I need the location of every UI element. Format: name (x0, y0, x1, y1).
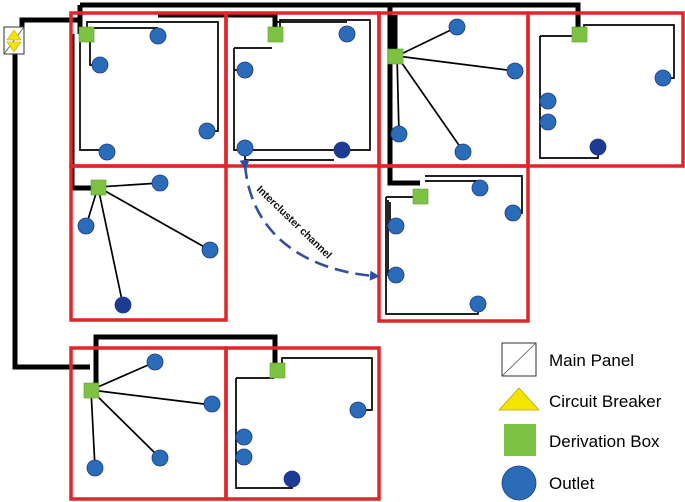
cluster-6 (377, 164, 530, 323)
derivation-box (571, 26, 588, 43)
cluster-4 (526, 11, 685, 168)
legend-derivation-box-label: Derivation Box (549, 432, 660, 451)
outlet (448, 18, 466, 36)
derivation-box (90, 179, 107, 196)
outlet (149, 27, 167, 45)
outlet (236, 61, 254, 79)
outlet (146, 353, 164, 371)
intercluster-channel: Intercluster channel (239, 159, 380, 281)
outlet (454, 143, 472, 161)
derivation-boxes (78, 26, 588, 399)
intercluster-channel-arrow (239, 159, 380, 281)
outlet (469, 295, 487, 313)
outlet (504, 204, 522, 222)
outlet (114, 296, 132, 314)
circuit-breaker-icon (6, 29, 22, 41)
outlet (654, 69, 672, 87)
outlet (283, 470, 301, 488)
outlet (506, 62, 524, 80)
outlet (98, 143, 116, 161)
derivation-box (78, 26, 95, 43)
legend-outlet-label: Outlet (549, 474, 595, 493)
outlet (471, 179, 489, 197)
outlet (203, 395, 221, 413)
outlet (235, 448, 253, 466)
outlet-icon (501, 465, 537, 501)
outlet (198, 122, 216, 140)
outlet (387, 217, 405, 235)
outlet (151, 449, 169, 467)
legend-circuit-breaker-label: Circuit Breaker (549, 392, 662, 411)
cluster-5 (69, 164, 228, 322)
cluster-borders (69, 11, 685, 501)
derivation-box (412, 188, 429, 205)
derivation-box (267, 26, 284, 43)
legend: Main Panel Circuit Breaker Derivation Bo… (498, 342, 662, 501)
cluster-8 (224, 346, 381, 501)
branch-wires (79, 19, 675, 489)
outlet (91, 56, 109, 74)
legend-main-panel-label: Main Panel (549, 351, 634, 370)
outlet (235, 428, 253, 446)
outlet (86, 459, 104, 477)
main-panel-icon-diagonal (501, 342, 537, 377)
outlet (151, 174, 169, 192)
circuit-breaker-icon (6, 41, 22, 53)
outlet (77, 217, 95, 235)
main-panel (3, 26, 25, 55)
derivation-box (387, 48, 404, 65)
outlet (333, 141, 351, 159)
derivation-box (83, 382, 100, 399)
outlet (539, 92, 557, 110)
outlet (349, 401, 367, 419)
derivation-box-icon (504, 424, 536, 456)
intercluster-channel-label: Intercluster channel (254, 184, 334, 262)
outlets (77, 18, 672, 488)
outlet (539, 113, 557, 131)
outlet (390, 125, 408, 143)
derivation-box (269, 362, 286, 379)
outlet (589, 138, 607, 156)
main-panel-diagonal (3, 26, 25, 55)
circuit-breaker-icon (498, 387, 540, 411)
outlet (236, 139, 254, 157)
outlet (201, 241, 219, 259)
outlet (338, 25, 356, 43)
cluster-3 (377, 11, 530, 168)
outlet (387, 266, 405, 284)
